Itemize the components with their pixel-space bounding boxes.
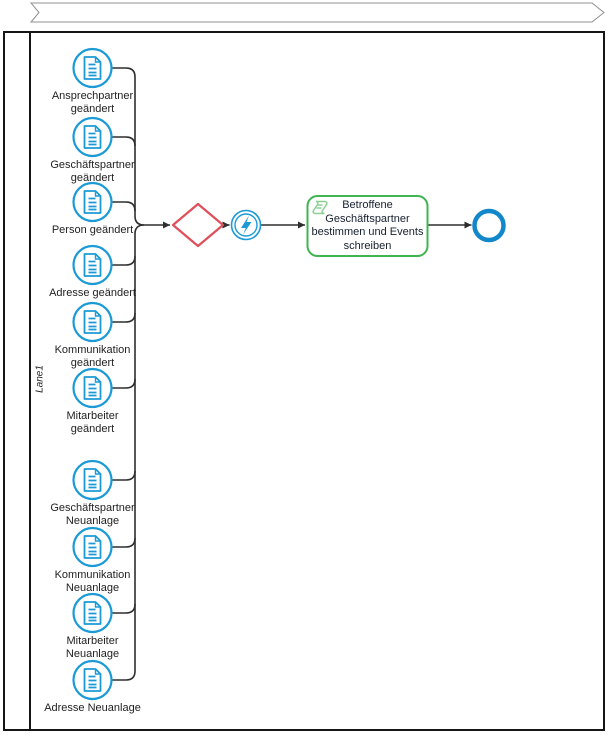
lightning-icon (241, 215, 252, 235)
start-event-geschaeftspartner-neuanlage[interactable] (72, 459, 113, 501)
pool[interactable] (3, 31, 605, 731)
sequence-flow (111, 312, 136, 323)
event-label: Mitarbeiter Neuanlage (65, 635, 120, 660)
start-event-mitarbeiter-neuanlage[interactable] (72, 592, 113, 634)
start-event-person-geaendert[interactable] (72, 181, 113, 223)
event-label: Geschäftspartner geändert (50, 159, 135, 184)
sequence-flows (111, 67, 472, 681)
sequence-flow (111, 470, 136, 481)
sequence-flow (111, 603, 136, 614)
sequence-flow (111, 224, 145, 681)
event-label: Kommunikation geändert (54, 344, 131, 369)
sequence-flow (111, 537, 136, 548)
task-label: Betroffene Geschäftspartner bestimmen un… (311, 199, 424, 252)
process-ribbon[interactable] (29, 2, 605, 23)
start-event-geschaeftspartner-geaendert[interactable] (72, 116, 113, 158)
event-label: Person geändert (51, 224, 134, 236)
event-label: Adresse Neuanlage (44, 702, 141, 714)
start-event-mitarbeiter-geaendert[interactable] (72, 367, 113, 409)
event-label: Adresse geändert (49, 287, 136, 299)
sequence-flow (111, 136, 136, 147)
sequence-flow (111, 378, 136, 389)
sequence-flow (111, 255, 136, 266)
sequence-flow (111, 67, 170, 229)
script-task[interactable] (306, 195, 429, 257)
end-event[interactable] (472, 208, 506, 243)
script-icon (312, 200, 328, 215)
event-label: Ansprechpartner geändert (51, 90, 134, 115)
event-label: Kommunikation Neuanlage (54, 569, 131, 594)
sequence-flow (111, 201, 136, 212)
exclusive-gateway[interactable] (171, 202, 225, 248)
start-event-adresse-geaendert[interactable] (72, 244, 113, 286)
start-event-adresse-neuanlage[interactable] (72, 659, 113, 701)
intermediate-event[interactable] (230, 209, 262, 241)
start-event-kommunikation-neuanlage[interactable] (72, 526, 113, 568)
start-event-kommunikation-geaendert[interactable] (72, 301, 113, 343)
start-event-ansprechpartner-geaendert[interactable] (72, 47, 113, 89)
event-label: Mitarbeiter geändert (66, 410, 119, 435)
event-label: Geschäftspartner Neuanlage (50, 502, 135, 527)
